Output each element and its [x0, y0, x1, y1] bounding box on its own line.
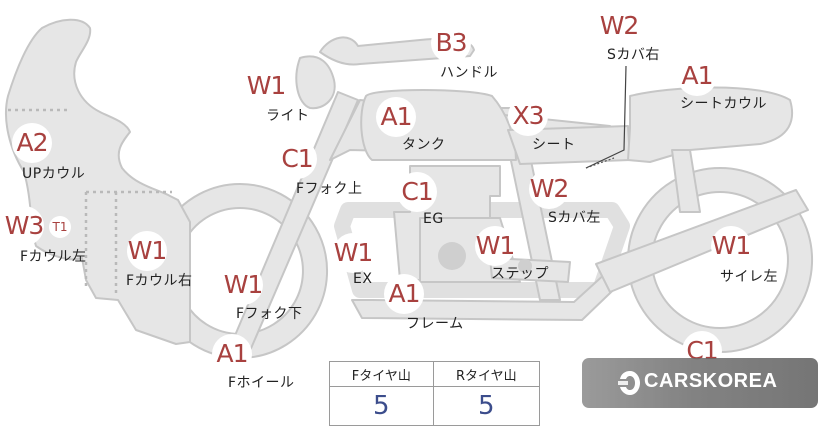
front-tire-header: Fタイヤ山 — [329, 361, 434, 387]
part-label-handle: ハンドル — [440, 65, 498, 81]
part-label-light: ライト — [266, 108, 310, 124]
rear-subframe-shape — [671, 149, 701, 213]
part-code-eg: C1 — [397, 172, 437, 212]
rear-tire-value: 5 — [432, 386, 541, 426]
part-label-s-cover-right: Sカバ右 — [607, 47, 660, 63]
part-label-tank: タンク — [402, 137, 446, 153]
tire-table-value-row: 5 5 — [329, 386, 541, 426]
part-code-f-cowl-left: W3 — [4, 206, 44, 246]
part-code-f-cowl-right: W1 — [127, 231, 167, 271]
headlight-shape — [295, 55, 336, 110]
part-subcode-f-cowl-left: T1 — [49, 216, 71, 238]
part-code-frame: A1 — [384, 274, 424, 314]
part-code-seat-cowl: A1 — [677, 56, 717, 96]
part-code-ex: W1 — [333, 233, 373, 273]
part-label-f-wheel: Fホイール — [228, 375, 295, 391]
part-label-seat-cowl: シートカウル — [680, 96, 767, 112]
frame-tube-shape — [334, 202, 630, 298]
carskorea-logo-icon — [618, 371, 640, 395]
part-label-f-cowl-right: Fカウル右 — [126, 273, 193, 289]
part-code-step: W1 — [475, 226, 515, 266]
part-label-seat: シート — [532, 137, 576, 153]
part-code-s-cover-left: W2 — [529, 169, 569, 209]
tire-table-header-row: Fタイヤ山 Rタイヤ山 — [329, 361, 541, 387]
part-code-handle: B3 — [431, 23, 471, 63]
leader-dash-s-cover-right — [585, 157, 615, 169]
step-peg-shape — [518, 259, 532, 273]
part-code-f-fork-lower: W1 — [223, 265, 263, 305]
part-label-up-cowl: UPカウル — [22, 166, 86, 182]
part-code-seat: X3 — [508, 96, 548, 136]
part-label-eg: EG — [423, 211, 444, 227]
part-label-silencer-left: サイレ左 — [720, 269, 778, 285]
seat-cowl-shape — [627, 86, 794, 163]
part-code-s-cover-right: W2 — [599, 6, 639, 46]
part-label-f-fork-lower: Fフォク下 — [236, 306, 303, 322]
silencer-shape — [595, 189, 809, 293]
part-label-step: ステップ — [491, 266, 549, 282]
part-label-frame: フレーム — [406, 316, 464, 332]
leader-line-s-cover-right — [585, 65, 627, 169]
tire-tread-table: Fタイヤ山 Rタイヤ山 5 5 — [329, 361, 541, 426]
part-label-f-cowl-left: Fカウル左 — [20, 249, 87, 265]
part-code-f-fork-upper: C1 — [277, 139, 317, 179]
part-code-up-cowl: A2 — [12, 123, 52, 163]
part-code-light: W1 — [246, 66, 286, 106]
rear-tire-header: Rタイヤ山 — [432, 361, 541, 387]
part-label-s-cover-left: Sカバ左 — [548, 210, 601, 226]
engine-hub-shape — [438, 242, 466, 270]
carskorea-watermark: CARSKOREA — [582, 358, 818, 408]
part-code-silencer-left: W1 — [711, 226, 751, 266]
part-code-tank: A1 — [376, 97, 416, 137]
part-label-ex: EX — [353, 271, 373, 287]
part-label-f-fork-upper: Fフォク上 — [296, 181, 363, 197]
carskorea-logo-text: CARSKOREA — [644, 370, 778, 392]
front-tire-value: 5 — [329, 386, 434, 426]
part-code-f-wheel: A1 — [212, 334, 252, 374]
